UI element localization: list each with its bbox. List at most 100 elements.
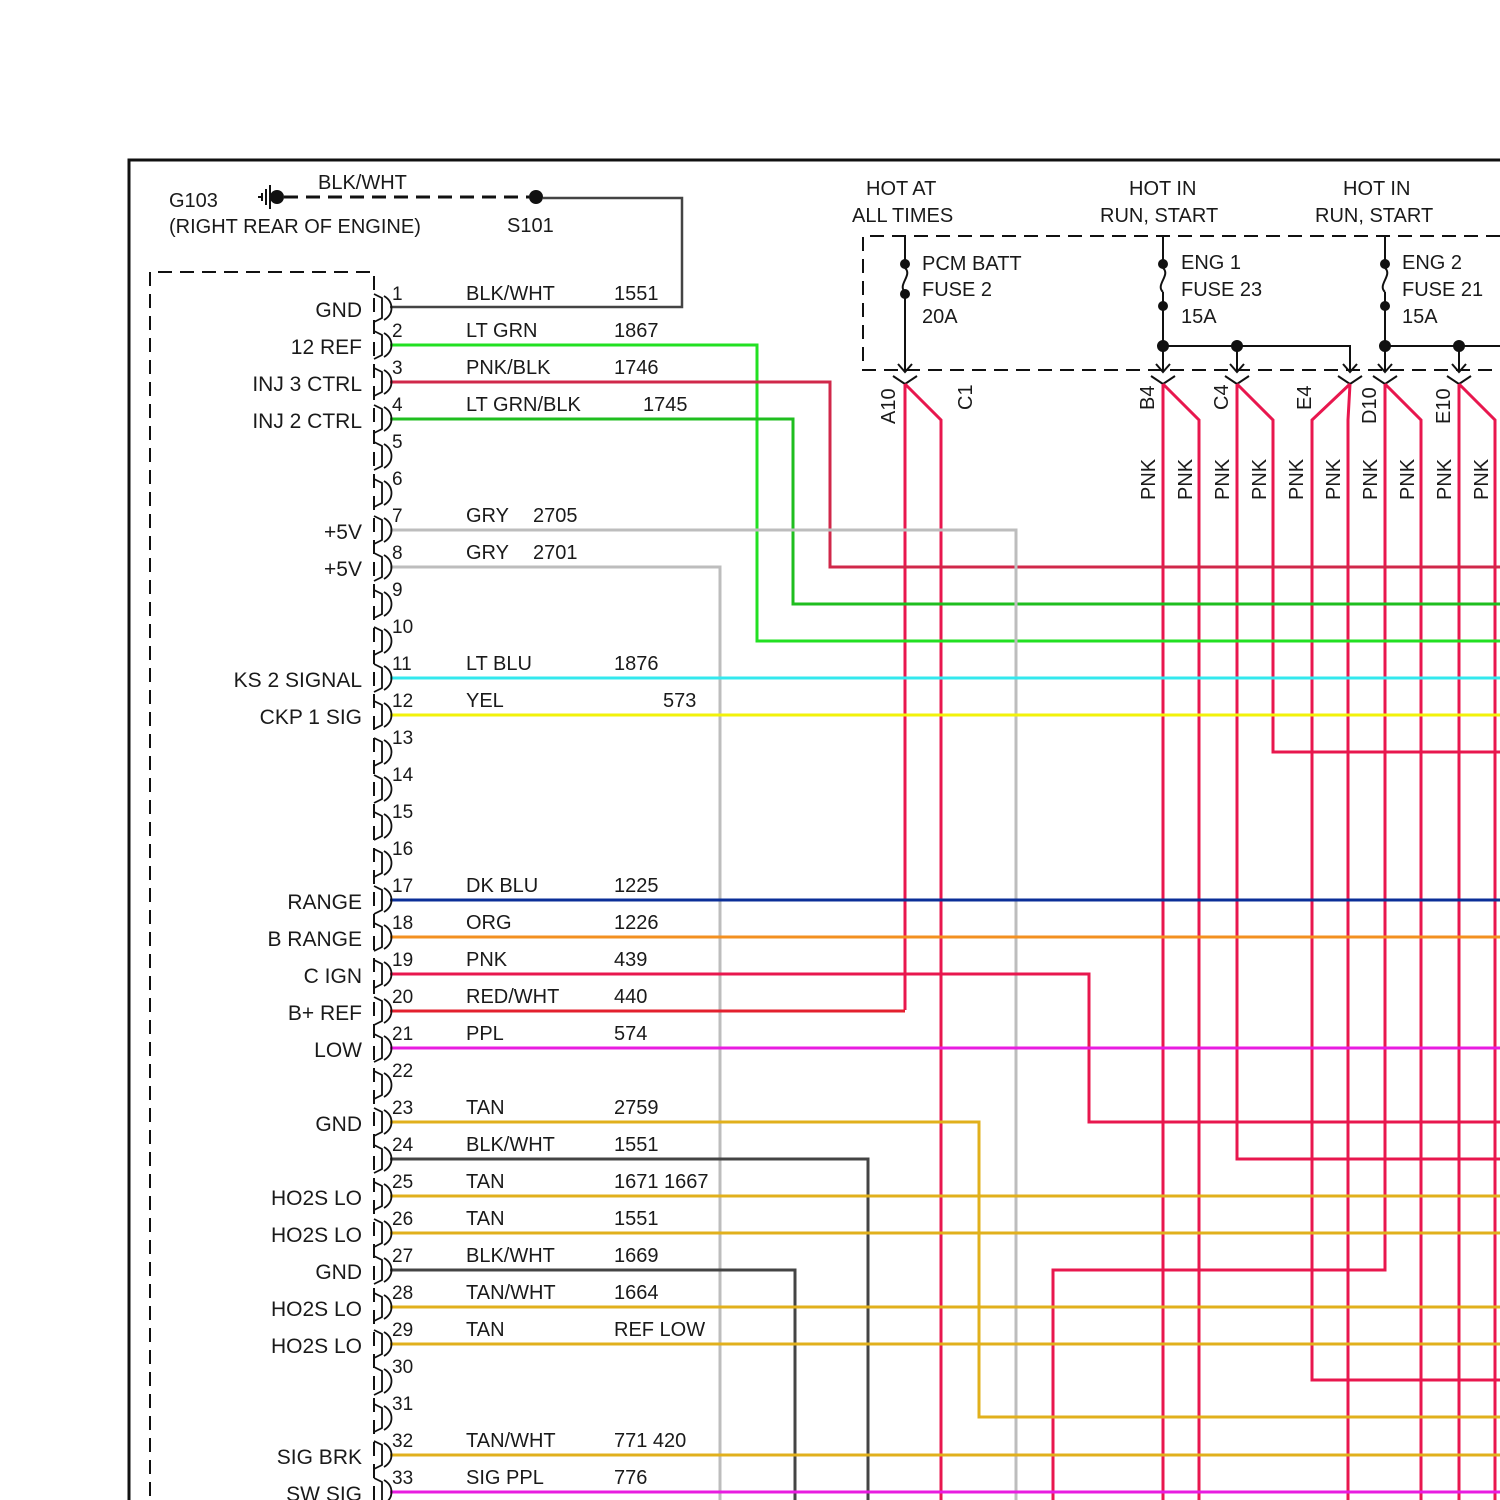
terminal-signal-name: KS 2 SIGNAL	[234, 669, 362, 692]
wire-color-label: SIG PPL	[466, 1467, 544, 1489]
terminal-signal-name: C IGN	[304, 965, 362, 988]
connector-cavity	[374, 1145, 382, 1173]
pcm-pin-c4: C4	[1211, 384, 1233, 410]
terminal-number: 6	[392, 469, 403, 490]
wire-color-label: DK BLU	[466, 875, 538, 897]
wire-color-label: TAN/WHT	[466, 1282, 556, 1304]
connector-cavity	[374, 812, 382, 840]
circuit-number: 2759	[614, 1097, 659, 1119]
pnk-wire-label: PNK	[1471, 458, 1493, 500]
terminal-number: 9	[392, 580, 403, 601]
wire-color-label: BLK/WHT	[466, 283, 555, 305]
hot-label-line1: HOT AT	[866, 178, 936, 200]
hot-label-line2: RUN, START	[1315, 205, 1433, 227]
connector-cavity	[374, 442, 382, 470]
terminal-number: 3	[392, 358, 403, 379]
terminal-signal-name: INJ 3 CTRL	[252, 373, 362, 396]
wire-color-label: TAN	[466, 1208, 505, 1230]
hot-label-line1: HOT IN	[1343, 178, 1410, 200]
connector-cavity	[374, 960, 382, 988]
terminal-number: 10	[392, 617, 413, 638]
terminal-number: 7	[392, 506, 403, 527]
pnk-feed-wire	[905, 384, 941, 1500]
terminal-number: 16	[392, 839, 413, 860]
wire-color-label: TAN	[466, 1319, 505, 1341]
pnk-feed-wire	[1385, 384, 1421, 1500]
connector-cavity	[374, 331, 382, 359]
fuse-number: FUSE 21	[1402, 279, 1483, 301]
connector-cavity	[374, 1182, 382, 1210]
fuse-icon	[901, 236, 909, 372]
terminal-signal-name: GND	[315, 299, 362, 322]
terminal-signal-name: SIG BRK	[277, 1446, 362, 1469]
fuse-name: ENG 1	[1181, 252, 1241, 274]
wire-color-label: PNK	[466, 949, 508, 971]
pnk-wire-label: PNK	[1138, 458, 1160, 500]
circuit-number: 2701	[533, 542, 578, 564]
connector-cavity	[374, 1256, 382, 1284]
terminal-number: 18	[392, 913, 413, 934]
pcm-pin-a10: A10	[878, 388, 900, 424]
connector-cavity	[374, 997, 382, 1025]
connector-cavity	[374, 516, 382, 544]
wire-color-label: RED/WHT	[466, 986, 559, 1008]
connector-cavity-curve	[384, 1406, 392, 1430]
wire	[390, 1270, 795, 1500]
terminal-signal-name: +5V	[324, 558, 362, 581]
terminal-number: 1	[392, 284, 403, 305]
circuit-number: 573	[663, 690, 696, 712]
wire-color-label: LT GRN/BLK	[466, 394, 582, 416]
pnk-feed-wire	[1312, 384, 1500, 1380]
terminal-signal-name: RANGE	[287, 891, 362, 914]
pcm-pin-labels: A10 C1 B4 C4 E4 D10 E10	[878, 384, 1455, 424]
terminal-number: 25	[392, 1172, 413, 1193]
circuit-number: 1225	[614, 875, 659, 897]
connector-cavity	[374, 1071, 382, 1099]
pcm-pin-d10: D10	[1359, 387, 1381, 424]
terminal-signal-name: B+ REF	[288, 1002, 362, 1025]
circuit-number: 771 420	[614, 1430, 686, 1452]
hot-label-line2: ALL TIMES	[852, 205, 953, 227]
terminal-signal-name: SW SIG	[286, 1483, 362, 1500]
pnk-wire-label: PNK	[1249, 458, 1271, 500]
wire-color-label: TAN/WHT	[466, 1430, 556, 1452]
connector-cavity-curve	[384, 629, 392, 653]
wire-color-label: LT BLU	[466, 653, 532, 675]
circuit-number: 1746	[614, 357, 659, 379]
terminal-number: 28	[392, 1283, 413, 1304]
fuse-section-eng2: HOT IN RUN, START ENG 2 FUSE 21 15A	[1315, 178, 1483, 328]
connector-cavity	[374, 627, 382, 655]
fuse-number: FUSE 23	[1181, 279, 1262, 301]
circuit-number: 439	[614, 949, 647, 971]
connector-cavity	[374, 1108, 382, 1136]
terminal-signal-name: INJ 2 CTRL	[252, 410, 362, 433]
fuse-rating: 15A	[1402, 306, 1438, 328]
terminal-number: 14	[392, 765, 414, 786]
circuit-number: 1551	[614, 1208, 659, 1230]
terminal-signal-name: LOW	[314, 1039, 362, 1062]
connector-cavity-curve	[384, 740, 392, 764]
connector-cavity-curve	[384, 481, 392, 505]
terminal-number: 24	[392, 1135, 414, 1156]
pnk-wire-labels: PNKPNKPNKPNKPNKPNKPNKPNKPNKPNK	[1138, 458, 1493, 500]
terminal-number: 29	[392, 1320, 413, 1341]
terminal-number: 30	[392, 1357, 413, 1378]
terminal-signal-name: +5V	[324, 521, 362, 544]
circuit-number: 1745	[643, 394, 688, 416]
fuse-name: ENG 2	[1402, 252, 1462, 274]
terminal-signal-name: HO2S LO	[271, 1187, 362, 1210]
circuit-number: REF LOW	[614, 1319, 705, 1341]
ground-id: G103	[169, 190, 218, 212]
terminal-number: 23	[392, 1098, 413, 1119]
terminal-signal-name: HO2S LO	[271, 1298, 362, 1321]
fuse-rating: 20A	[922, 306, 958, 328]
connector-cavity	[374, 1219, 382, 1247]
fuse-name: PCM BATT	[922, 253, 1022, 275]
pnk-wire-label: PNK	[1175, 458, 1197, 500]
fuse-section-eng1: HOT IN RUN, START ENG 1 FUSE 23 15A	[1100, 178, 1262, 328]
connector-cavity-curve	[384, 1073, 392, 1097]
pnk-wire-label: PNK	[1397, 458, 1419, 500]
wire-color-label: BLK/WHT	[466, 1245, 555, 1267]
